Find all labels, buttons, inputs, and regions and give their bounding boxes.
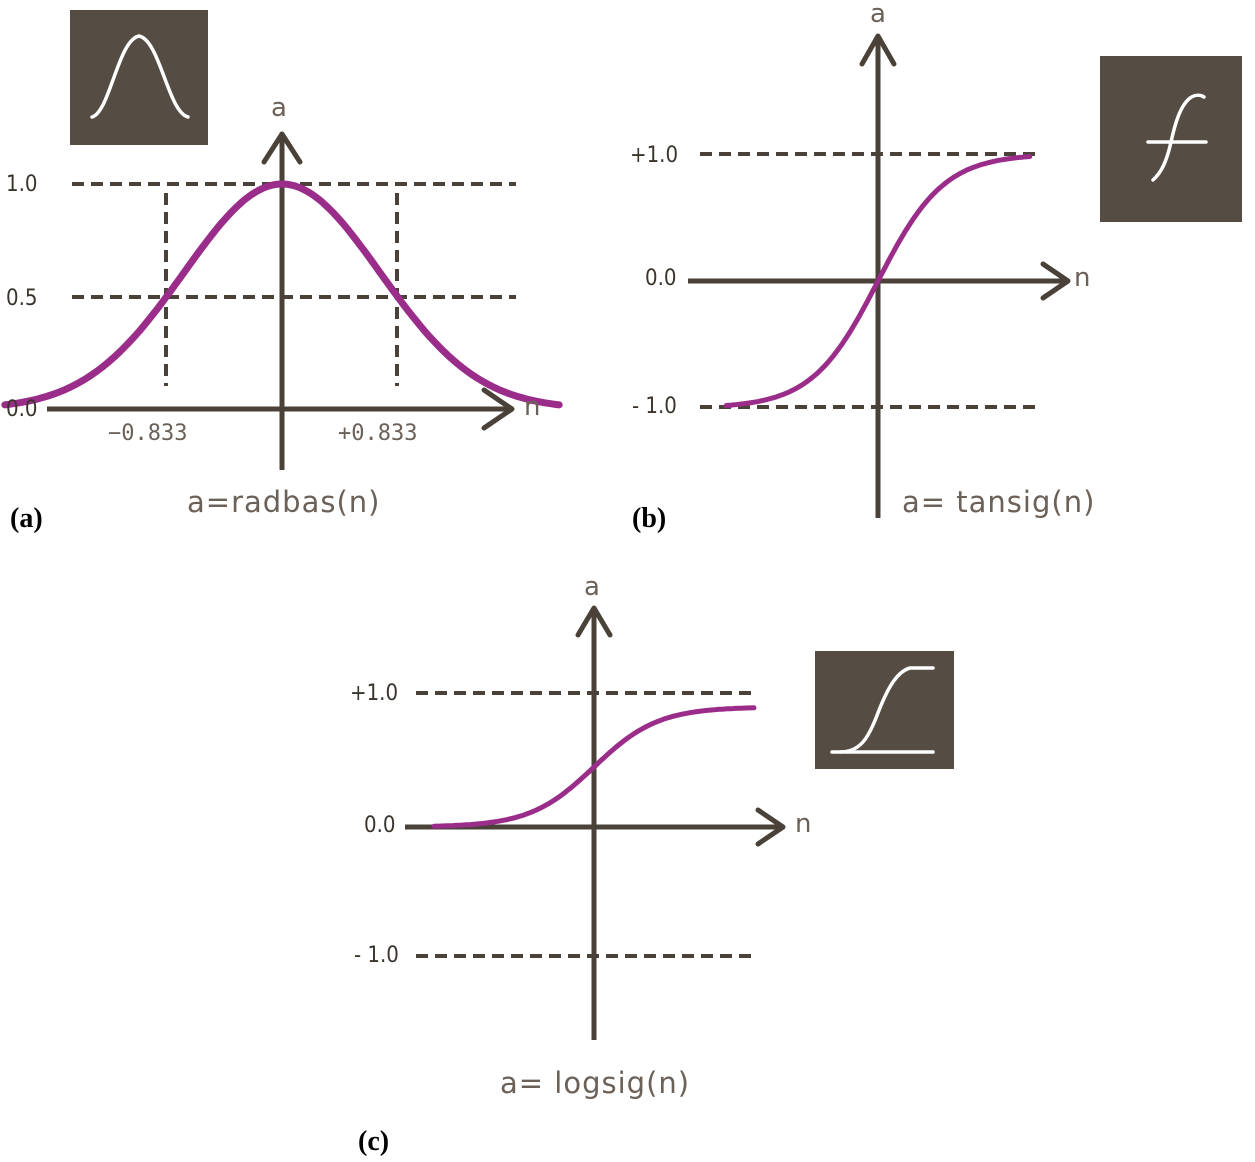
tansig-curve xyxy=(723,154,1033,408)
y-tick-0-0: 0.0 xyxy=(645,266,676,291)
panel-label: (c) xyxy=(358,1126,389,1157)
x-axis-arrow xyxy=(1040,261,1071,301)
x-tick-pos-0-833: +0.833 xyxy=(338,421,417,446)
panel-a: a n 1.0 0.5 0.0 −0.833 +0.833 a=radbas(n… xyxy=(1,10,563,534)
y-tick-minus-1: - 1.0 xyxy=(354,943,399,968)
x-tick-neg-0-833: −0.833 xyxy=(108,421,187,446)
x-axis-label: n xyxy=(524,392,540,422)
x-axis-label: n xyxy=(1074,263,1090,293)
panel-b: a n +1.0 0.0 - 1.0 a= tansig(n) (b) xyxy=(630,0,1242,534)
y-axis-arrow xyxy=(859,33,897,67)
panel-label: (a) xyxy=(10,503,43,534)
y-axis-label: a xyxy=(271,93,287,123)
y-tick-1-0: 1.0 xyxy=(6,172,37,197)
y-tick-0-0: 0.0 xyxy=(364,813,395,838)
y-tick-plus-1: +1.0 xyxy=(630,143,678,168)
radbas-curve xyxy=(1,180,563,409)
x-axis-arrow xyxy=(755,807,786,847)
function-label: a=radbas(n) xyxy=(187,485,380,519)
x-axis-arrow xyxy=(481,387,515,431)
y-tick-0-5: 0.5 xyxy=(6,286,37,311)
y-axis-arrow xyxy=(575,605,613,638)
y-tick-minus-1: - 1.0 xyxy=(632,394,677,419)
y-axis-label: a xyxy=(584,572,600,602)
gaussian-bell-icon xyxy=(70,10,208,145)
function-label: a= tansig(n) xyxy=(902,485,1095,519)
y-tick-0-0: 0.0 xyxy=(6,397,37,422)
panel-label: (b) xyxy=(632,503,666,534)
function-label: a= logsig(n) xyxy=(500,1066,690,1100)
logistic-sigmoid-icon xyxy=(815,651,954,769)
panel-c: a n +1.0 0.0 - 1.0 a= logsig(n) (c) xyxy=(350,572,954,1157)
y-tick-plus-1: +1.0 xyxy=(350,681,398,706)
x-axis-label: n xyxy=(795,809,811,839)
y-axis-arrow xyxy=(261,131,303,165)
tanh-sigmoid-icon xyxy=(1100,56,1242,222)
y-axis-label: a xyxy=(870,0,886,29)
logsig-curve xyxy=(431,705,757,829)
